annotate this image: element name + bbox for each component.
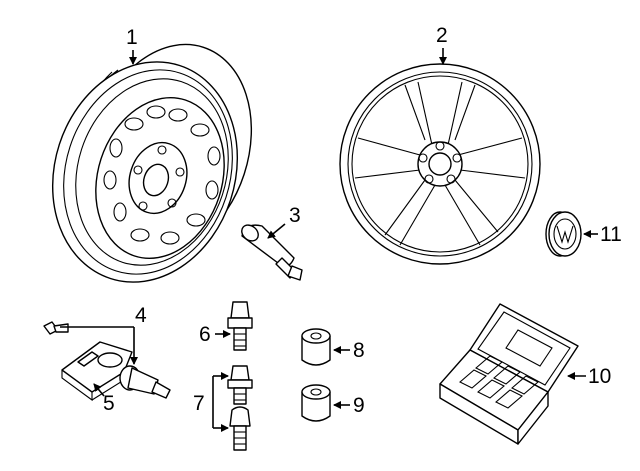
vent-holes (103, 105, 221, 245)
tool-slots (459, 355, 539, 409)
leader-5 (93, 383, 105, 397)
callout-9: 9 (353, 394, 365, 417)
callout-7: 7 (193, 392, 205, 415)
bolt-cap-8 (301, 328, 331, 366)
locking-bolt-top (227, 365, 253, 405)
tpms-screw (43, 321, 69, 335)
alloy-spokes (354, 81, 526, 246)
leader-lines (60, 48, 598, 432)
valve-stem (241, 224, 303, 281)
bolt-cap-9 (301, 384, 331, 422)
callout-labels: 1 2 3 4 5 6 7 8 9 10 11 (103, 24, 622, 417)
callout-4: 4 (135, 304, 147, 327)
callout-3: 3 (289, 204, 301, 227)
callout-11: 11 (600, 223, 622, 246)
callout-10: 10 (588, 365, 611, 388)
tool-case (439, 303, 579, 445)
leader-3 (267, 223, 286, 239)
tpms-valve (119, 365, 171, 399)
callout-1: 1 (126, 26, 138, 49)
alloy-wheel (339, 63, 541, 265)
callout-6: 6 (199, 323, 211, 346)
steel-wheel (51, 43, 253, 283)
wheel-bolt (227, 301, 253, 351)
callout-2: 2 (436, 24, 448, 47)
center-cap (545, 211, 582, 257)
locking-bolt-bottom (229, 406, 251, 451)
callout-5: 5 (103, 392, 115, 415)
callout-8: 8 (353, 339, 365, 362)
